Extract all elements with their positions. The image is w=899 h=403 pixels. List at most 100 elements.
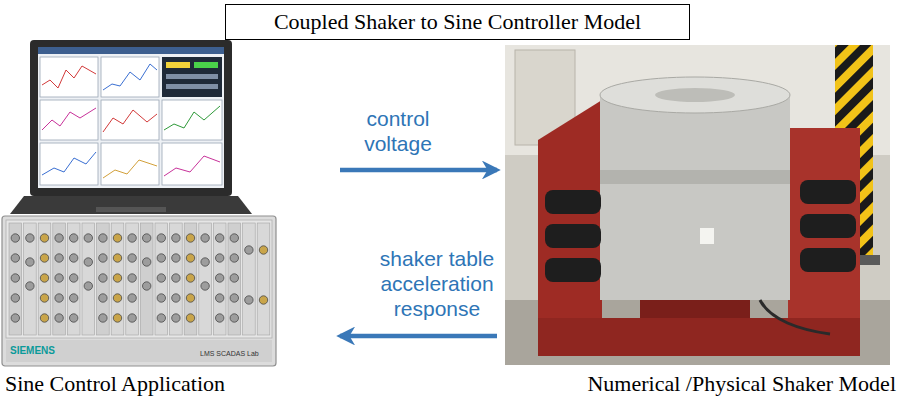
hardware-picture-part xyxy=(99,234,107,242)
hardware-picture-part xyxy=(11,274,19,282)
hardware-picture-part xyxy=(84,258,92,266)
laptop-picture xyxy=(10,40,252,214)
shaker-photo-part xyxy=(800,214,856,238)
hardware-picture-part xyxy=(230,314,238,322)
hardware-picture-part xyxy=(55,274,63,282)
hardware-picture-part xyxy=(230,234,238,242)
hardware-picture-part xyxy=(143,234,151,242)
brand-label: LMS SCADAS Lab xyxy=(200,350,259,357)
hardware-picture-part xyxy=(99,314,107,322)
shaker-photo-part xyxy=(700,228,714,244)
hardware-picture-part xyxy=(82,223,95,335)
laptop-picture-part xyxy=(162,57,222,97)
hardware-picture-part xyxy=(186,274,194,282)
hardware-picture-part xyxy=(6,220,272,338)
hardware-picture-part xyxy=(40,314,48,322)
shaker-photo-part xyxy=(538,318,860,356)
signal-arrow xyxy=(340,168,497,173)
hardware-picture-part xyxy=(257,223,270,335)
hardware-picture-part xyxy=(186,234,194,242)
hardware-picture-part xyxy=(84,282,92,290)
hardware-picture-part xyxy=(40,274,48,282)
hardware-picture-part xyxy=(11,234,19,242)
shaker-photo-part xyxy=(545,190,601,214)
hardware-picture-part xyxy=(157,234,165,242)
hardware-picture-part xyxy=(26,234,34,242)
hardware-picture-part xyxy=(113,294,121,302)
laptop-picture-part xyxy=(38,47,224,54)
laptop-picture-part xyxy=(101,143,159,185)
shaker-photo-part xyxy=(655,88,735,102)
hardware-picture-part xyxy=(70,254,78,262)
shaker-photo-part xyxy=(600,95,790,300)
title-box: Coupled Shaker to Sine Controller Model xyxy=(225,4,690,40)
hardware-picture-part xyxy=(38,223,51,335)
shaker-photo xyxy=(505,45,890,365)
picture-caption: Sine Control Application xyxy=(5,371,225,396)
hardware-picture-part xyxy=(70,314,78,322)
signal-arrow xyxy=(340,334,497,339)
hardware-picture-part xyxy=(170,223,183,335)
hardware-picture-part xyxy=(11,314,19,322)
hardware-picture-part xyxy=(259,246,267,254)
hardware-picture-part xyxy=(55,294,63,302)
hardware-picture-part xyxy=(113,274,121,282)
shaker-photo-part xyxy=(600,77,790,113)
hardware-picture-part xyxy=(201,282,209,290)
shaker-photo-part xyxy=(800,248,856,272)
hardware-picture-part xyxy=(26,258,34,266)
hardware-picture-part xyxy=(84,234,92,242)
shaker-photo-part xyxy=(538,100,602,356)
hardware-picture-part xyxy=(97,223,110,335)
brand-label: SIEMENS xyxy=(10,345,55,356)
hardware-picture xyxy=(2,216,276,366)
hardware-picture-part xyxy=(216,254,224,262)
hardware-picture-part xyxy=(172,314,180,322)
hardware-picture-part xyxy=(243,223,256,335)
hardware-picture-part xyxy=(6,340,272,362)
hardware-picture-part xyxy=(128,254,136,262)
shaker-photo-part xyxy=(640,300,750,318)
hardware-picture-part xyxy=(40,234,48,242)
hardware-picture-part xyxy=(9,223,22,335)
laptop-picture-part xyxy=(162,100,222,140)
hardware-picture-part xyxy=(157,294,165,302)
laptop-picture-part xyxy=(103,64,157,90)
hardware-picture-part xyxy=(216,294,224,302)
hardware-picture-part xyxy=(55,234,63,242)
hardware-picture-part xyxy=(55,314,63,322)
hardware-picture-part xyxy=(40,254,48,262)
laptop-picture-part xyxy=(40,143,98,185)
signal-label: shaker table acceleration response xyxy=(368,246,506,322)
hardware-picture-part xyxy=(128,294,136,302)
hardware-picture-part xyxy=(128,234,136,242)
hardware-picture-part xyxy=(113,254,121,262)
laptop-picture-part xyxy=(10,196,252,214)
laptop-picture-part xyxy=(101,57,159,97)
hardware-picture-part xyxy=(157,274,165,282)
hardware-picture-part xyxy=(155,223,168,335)
laptop-picture-part xyxy=(166,62,190,68)
hardware-picture-part xyxy=(67,223,80,335)
hardware-picture-part xyxy=(143,282,151,290)
laptop-picture-part xyxy=(103,110,157,132)
hardware-picture-part xyxy=(230,274,238,282)
hardware-picture-part xyxy=(26,282,34,290)
hardware-picture-part xyxy=(157,314,165,322)
hardware-picture-part xyxy=(245,246,253,254)
shaker-photo-part xyxy=(760,300,830,334)
hardware-picture-part xyxy=(11,254,19,262)
hardware-picture-part xyxy=(53,223,66,335)
shaker-photo-part xyxy=(545,224,601,248)
hardware-picture-part xyxy=(11,294,19,302)
signal-label: control voltage xyxy=(348,106,448,156)
laptop-picture-part xyxy=(40,100,98,140)
shaker-photo-part xyxy=(800,180,856,204)
hardware-picture-part xyxy=(259,296,267,304)
laptop-picture-part xyxy=(40,57,98,97)
hardware-picture-part xyxy=(128,274,136,282)
laptop-picture-part xyxy=(96,207,166,212)
laptop-picture-part xyxy=(164,106,220,130)
